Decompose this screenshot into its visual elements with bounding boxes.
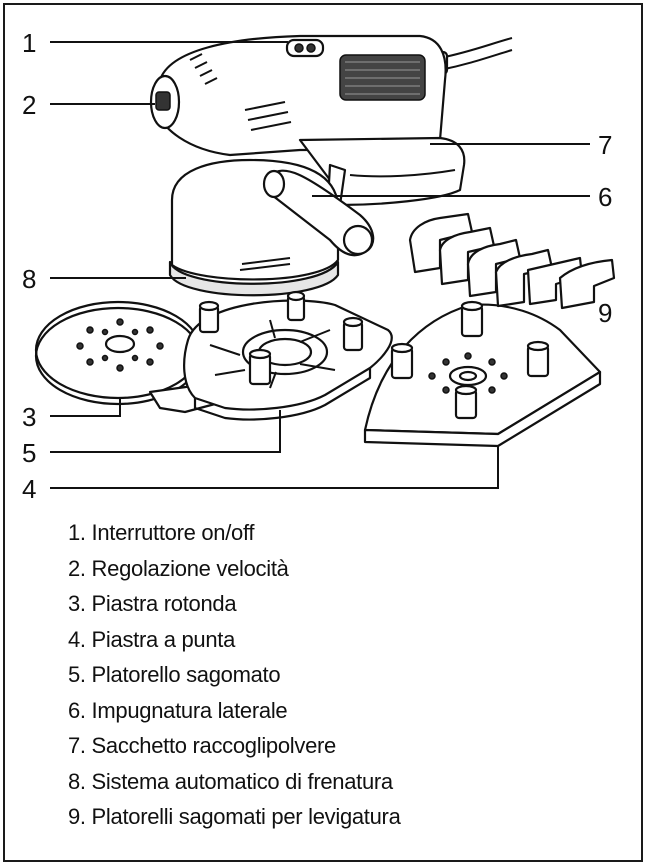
shaped-pad xyxy=(183,290,393,421)
callout-6: 6 xyxy=(598,182,612,212)
callout-8: 8 xyxy=(22,264,36,294)
power-switch-icon xyxy=(285,38,325,58)
callout-4: 4 xyxy=(22,474,36,504)
legend-item: 2. Regolazione velocità xyxy=(68,555,289,581)
legend-item: 4. Piastra a punta xyxy=(68,626,236,652)
legend-item: 7. Sacchetto raccoglipolvere xyxy=(68,733,336,758)
side-handle xyxy=(262,169,375,257)
callout-9: 9 xyxy=(598,298,612,328)
callout-7: 7 xyxy=(598,130,612,160)
legend-item: 5. Platorello sagomato xyxy=(68,662,281,687)
profile-pads xyxy=(408,212,616,310)
parts-legend: 1. Interruttore on/off 2. Regolazione ve… xyxy=(68,515,401,835)
callout-3: 3 xyxy=(22,402,36,432)
callout-2: 2 xyxy=(22,90,36,120)
leader-lines xyxy=(50,41,590,489)
legend-item: 9. Platorelli sagomati per levigatura xyxy=(68,804,401,829)
legend-item: 6. Impugnatura laterale xyxy=(68,697,288,723)
callout-1: 1 xyxy=(22,28,36,58)
pointed-plate xyxy=(363,300,602,448)
round-plate xyxy=(34,300,232,414)
callout-5: 5 xyxy=(22,438,36,468)
speed-dial-icon xyxy=(155,91,171,111)
legend-item: 1. Interruttore on/off xyxy=(68,520,255,545)
sander-illustration: 1 2 3 4 5 6 7 8 9 xyxy=(22,28,616,504)
motor-body xyxy=(149,34,447,157)
callout-numbers: 1 2 3 4 5 6 7 8 9 xyxy=(22,28,612,504)
legend-item: 8. Sistema automatico di frenatura xyxy=(68,768,393,794)
legend-item: 3. Piastra rotonda xyxy=(68,591,237,616)
